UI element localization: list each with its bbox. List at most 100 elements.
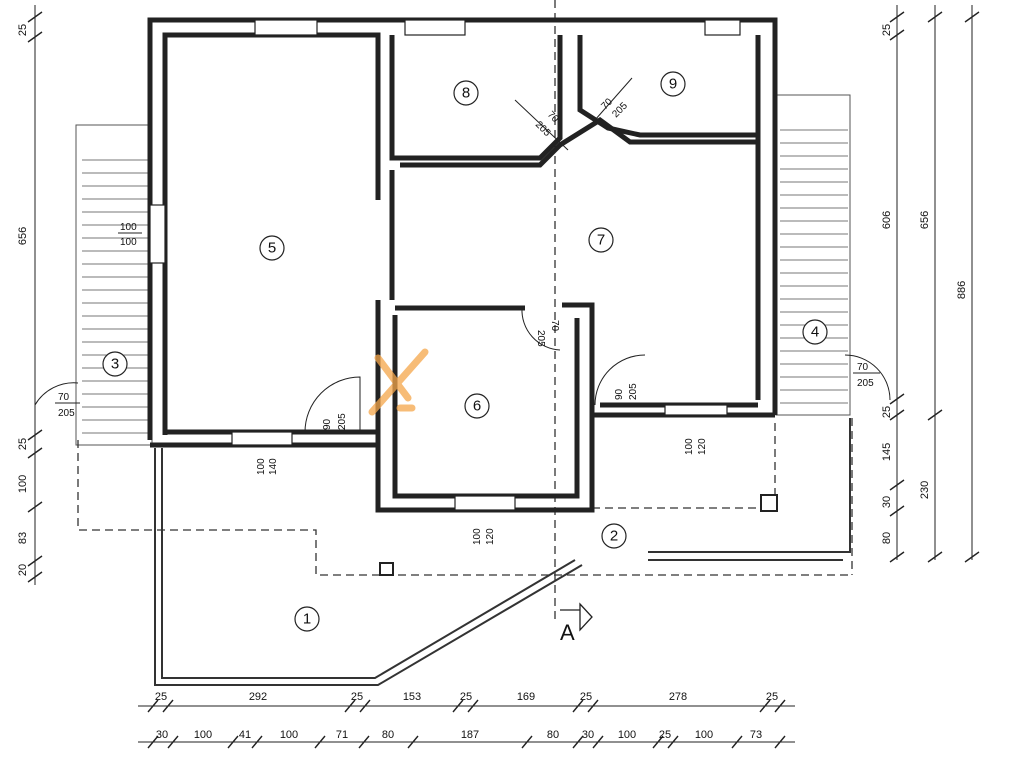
dimension-tick [359,699,371,713]
dimension-tick [167,735,179,749]
dim-right-25: 25 [881,406,893,418]
terrace-front-outline [154,418,851,686]
room-number-3: 3 [111,356,119,373]
room-number-5: 5 [268,240,276,257]
dimension-tick [467,699,479,713]
dimension-tick [147,699,159,713]
dim-left-20: 20 [17,564,29,576]
door-swings [34,77,891,433]
column-square [379,562,394,576]
dim-b1-25c: 25 [460,691,472,703]
dim-right-230: 230 [919,481,931,499]
column-square [760,494,778,512]
dim-b1-25b: 25 [351,691,363,703]
dim-b2-100d: 100 [695,729,713,741]
dimension-tick [227,735,239,749]
win-7-b: 120 [697,438,708,455]
left-dimensions: 25 656 25 100 83 20 [17,5,43,585]
door-4-w: 70 [857,362,869,373]
dim-right-606: 606 [881,211,893,229]
door-6-w: 70 [549,320,560,332]
dim-right-886: 886 [956,281,968,299]
dimension-tick [521,735,533,749]
dim-b2-80a: 80 [382,729,394,741]
dim-b1-169: 169 [517,691,535,703]
dim-b2-100b: 100 [280,729,298,741]
windows [149,19,741,511]
dimension-tick [587,699,599,713]
dim-b2-25: 25 [659,729,671,741]
win-label-bot: 100 [120,237,137,248]
bottom-dimensions-row2: 30 100 41 100 71 80 187 80 30 100 25 100… [138,729,795,749]
dimension-tick [452,699,464,713]
dim-right-25-top: 25 [881,24,893,36]
bottom-dimensions-row1: 25 292 25 153 25 169 25 278 25 [138,691,795,713]
dim-left-83: 83 [17,532,29,544]
section-marker: A [560,602,593,645]
room-number-7: 7 [597,232,605,249]
dim-left-100: 100 [17,475,29,493]
door-7-w: 90 [614,388,625,400]
dimension-tick [314,735,326,749]
door-5-w: 90 [322,418,333,430]
dimension-tick [407,735,419,749]
dimension-tick [147,735,159,749]
section-label-a: A [560,620,575,645]
watermark-logo [368,348,429,416]
dimension-tick [774,735,786,749]
room-number-8: 8 [462,85,470,102]
dimension-tick [731,735,743,749]
win-6-a: 100 [472,528,483,545]
room-number-2: 2 [610,528,618,545]
dim-b1-278: 278 [669,691,687,703]
door-7-h: 205 [628,383,639,400]
dim-b1-292: 292 [249,691,267,703]
dim-b1-25a: 25 [155,691,167,703]
dimension-tick [667,735,679,749]
dimension-tick [592,735,604,749]
dimension-tick [572,735,584,749]
dimension-tick [251,735,263,749]
dimension-tick [162,699,174,713]
door-4-h: 205 [857,378,874,389]
door-8-h: 205 [533,119,553,139]
dim-b2-30: 30 [156,729,168,741]
room-number-1: 1 [303,611,311,628]
right-dimensions: 25 606 656 886 25 145 230 30 80 [881,5,980,563]
win-5-b: 140 [268,458,279,475]
door-3-w: 70 [58,392,70,403]
dim-right-145: 145 [881,443,893,461]
room-number-9: 9 [669,76,677,93]
door-3-h: 205 [58,408,75,419]
dim-b2-71: 71 [336,729,348,741]
win-label-top: 100 [120,222,137,233]
win-6-b: 120 [485,528,496,545]
dim-b2-41: 41 [239,729,251,741]
terrace-right-hatching [775,94,851,416]
dim-b2-30b: 30 [582,729,594,741]
door-5-h: 205 [337,413,348,430]
dim-left-25-top: 25 [17,24,29,36]
dimension-tick [652,735,664,749]
dimension-tick [344,699,356,713]
dimension-tick [774,699,786,713]
dim-b2-100c: 100 [618,729,636,741]
dim-b2-100a: 100 [194,729,212,741]
dim-b2-187: 187 [461,729,479,741]
terrace-left-hatching [75,124,153,446]
dimension-tick [358,735,370,749]
dim-right-30: 30 [881,496,893,508]
door-6-h: 205 [535,330,546,347]
dim-b2-73: 73 [750,729,762,741]
dim-right-80: 80 [881,532,893,544]
win-7-a: 100 [684,438,695,455]
room-labels: 1 2 3 4 5 6 7 8 9 [102,71,828,632]
dim-right-656: 656 [919,211,931,229]
dim-left-25: 25 [17,438,29,450]
room-number-6: 6 [473,398,481,415]
dim-left-656: 656 [17,227,29,245]
dimension-tick [759,699,771,713]
dim-b1-25d: 25 [580,691,592,703]
dim-b1-25e: 25 [766,691,778,703]
